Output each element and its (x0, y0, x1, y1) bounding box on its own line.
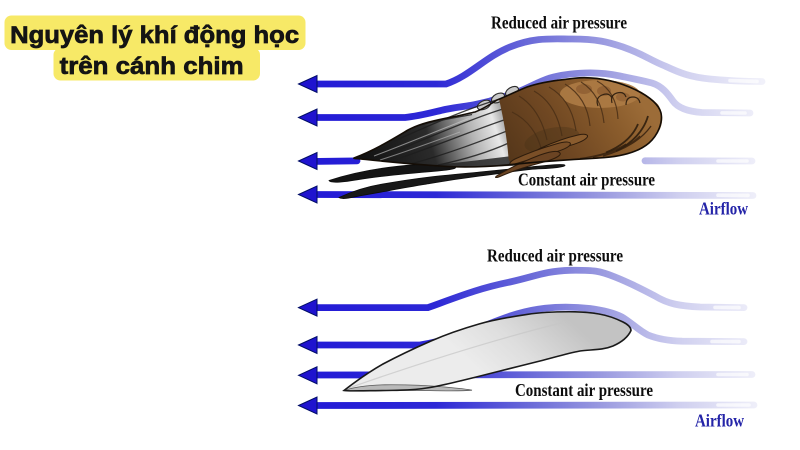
svg-text:Nguyên lý khí động học: Nguyên lý khí động học (10, 22, 299, 49)
svg-text:Constant air pressure: Constant air pressure (518, 170, 655, 190)
svg-text:Constant air pressure: Constant air pressure (515, 380, 653, 400)
svg-text:Reduced air pressure: Reduced air pressure (491, 13, 627, 33)
svg-text:Reduced air pressure: Reduced air pressure (487, 246, 623, 266)
svg-text:Airflow: Airflow (699, 199, 748, 219)
svg-text:Airflow: Airflow (695, 411, 744, 431)
svg-text:trên cánh chim: trên cánh chim (60, 53, 244, 80)
